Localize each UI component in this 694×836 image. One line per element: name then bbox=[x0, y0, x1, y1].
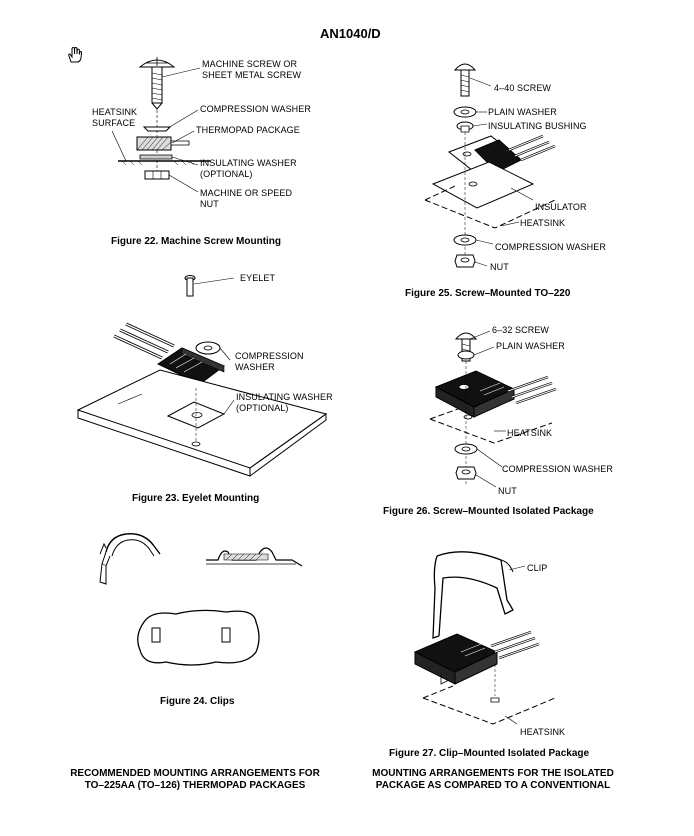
fig25-label-plain-washer: PLAIN WASHER bbox=[488, 107, 557, 117]
fig23-label-eyelet: EYELET bbox=[240, 273, 276, 283]
fig27-label-heatsink: HEATSINK bbox=[520, 727, 566, 737]
fig26-label-heatsink: HEATSINK bbox=[507, 428, 553, 438]
fig25-label-compression-washer: COMPRESSION WASHER bbox=[495, 242, 606, 252]
fig25-label-heatsink: HEATSINK bbox=[520, 218, 566, 228]
figure-26-drawing bbox=[428, 325, 588, 500]
fig26-label-nut: NUT bbox=[498, 486, 517, 496]
fig25-label-insulating-bushing: INSULATING BUSHING bbox=[488, 121, 587, 131]
fig23-label-compression-washer: COMPRESSION WASHER bbox=[235, 351, 304, 372]
fig27-caption: Figure 27. Clip–Mounted Isolated Package bbox=[389, 748, 590, 759]
document-id: AN1040/D bbox=[320, 26, 381, 41]
figure-23-drawing bbox=[74, 268, 334, 478]
fig25-label-nut: NUT bbox=[490, 262, 509, 272]
hand-cursor-icon bbox=[66, 46, 84, 64]
fig25-label-insulator: INSULATOR bbox=[535, 202, 587, 212]
figure-22-drawing bbox=[90, 55, 220, 190]
fig22-label-heatsink: HEATSINK SURFACE bbox=[92, 107, 138, 128]
fig26-label-screw: 6–32 SCREW bbox=[492, 325, 550, 335]
figure-25-drawing bbox=[425, 60, 585, 275]
fig22-label-insulating-washer: INSULATING WASHER (OPTIONAL) bbox=[200, 158, 297, 179]
fig24-caption: Figure 24. Clips bbox=[160, 696, 235, 707]
fig22-caption: Figure 22. Machine Screw Mounting bbox=[111, 236, 282, 247]
fig26-label-compression-washer: COMPRESSION WASHER bbox=[502, 464, 613, 474]
fig25-caption: Figure 25. Screw–Mounted TO–220 bbox=[405, 288, 571, 299]
fig22-label-thermopad: THERMOPAD PACKAGE bbox=[196, 125, 300, 135]
fig26-caption: Figure 26. Screw–Mounted Isolated Packag… bbox=[383, 506, 594, 517]
fig22-label-nut: MACHINE OR SPEED NUT bbox=[200, 188, 293, 209]
footer-left-heading: RECOMMENDED MOUNTING ARRANGEMENTS FOR TO… bbox=[70, 768, 320, 791]
figure-27-drawing bbox=[405, 548, 580, 738]
fig23-label-insulating-washer: INSULATING WASHER (OPTIONAL) bbox=[236, 392, 333, 413]
footer-right-heading: MOUNTING ARRANGEMENTS FOR THE ISOLATED P… bbox=[372, 768, 614, 791]
fig26-label-plain-washer: PLAIN WASHER bbox=[496, 341, 565, 351]
fig27-label-clip: CLIP bbox=[527, 563, 548, 573]
fig25-label-screw: 4–40 SCREW bbox=[494, 83, 552, 93]
fig23-caption: Figure 23. Eyelet Mounting bbox=[132, 493, 260, 504]
figure-24-drawing bbox=[96, 526, 316, 676]
fig22-label-compression-washer: COMPRESSION WASHER bbox=[200, 104, 311, 114]
fig22-label-screw: MACHINE SCREW OR SHEET METAL SCREW bbox=[202, 59, 302, 80]
